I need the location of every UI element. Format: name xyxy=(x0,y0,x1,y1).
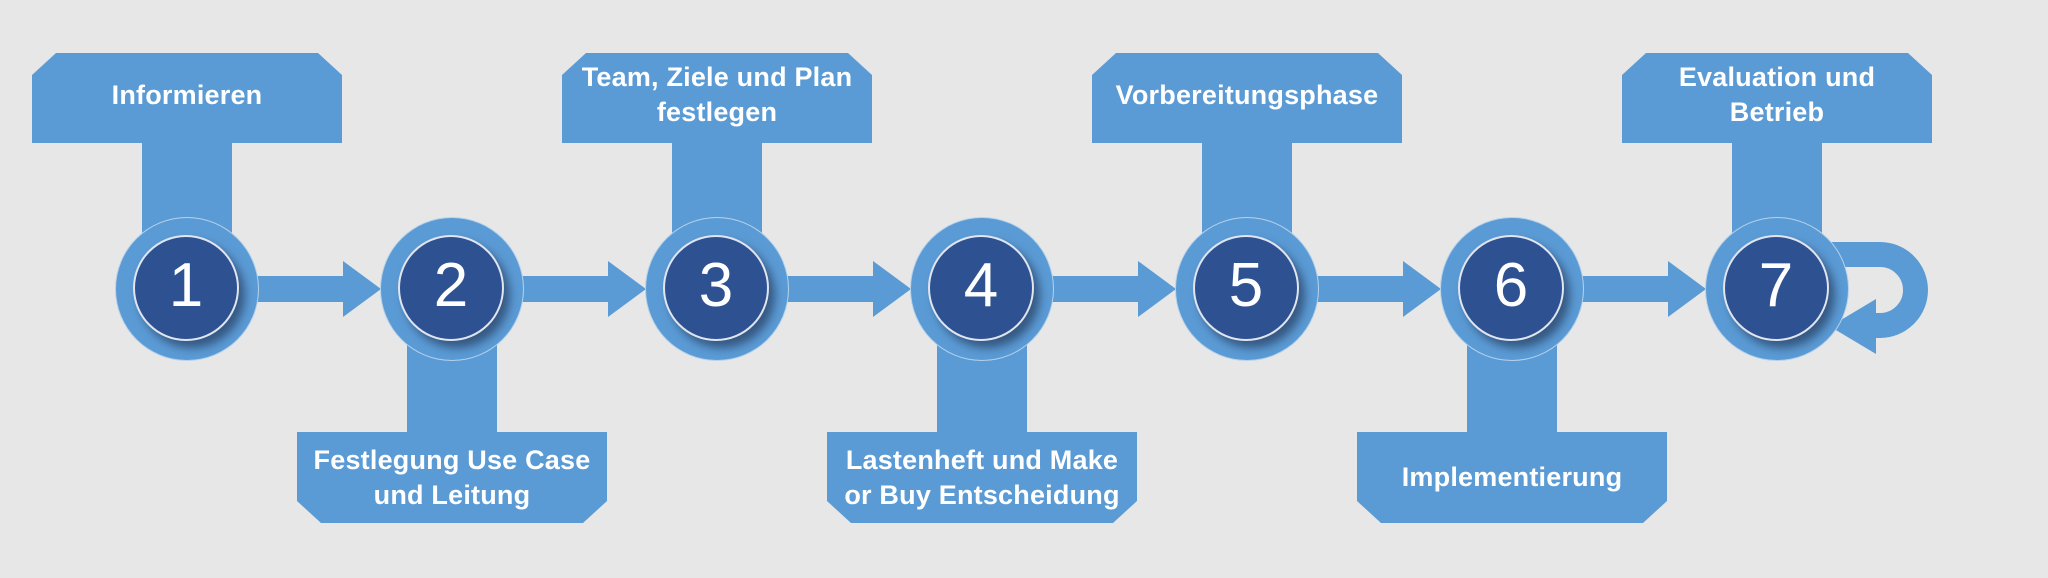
step-5-number: 5 xyxy=(1228,251,1264,320)
arrow-stem xyxy=(1315,276,1404,302)
step-5-circle-inner: 5 xyxy=(1193,235,1299,341)
step-6-number: 6 xyxy=(1493,251,1529,320)
step-1-label: Informieren xyxy=(111,79,263,110)
step-1-circle: 1 xyxy=(115,217,259,361)
arrow-head xyxy=(1403,261,1441,317)
step-3-number: 3 xyxy=(698,251,734,320)
arrow-head xyxy=(873,261,911,317)
step-1-circle-inner: 1 xyxy=(133,235,239,341)
arrow-stem xyxy=(1050,276,1139,302)
arrow-head xyxy=(1138,261,1176,317)
step-6-circle: 6 xyxy=(1440,217,1584,361)
arrow-stem xyxy=(255,276,344,302)
step-3-label-box: Team, Ziele und Plan festlegen xyxy=(562,53,872,143)
step-2-circle-inner: 2 xyxy=(398,235,504,341)
step-7-label-box: Evaluation und Betrieb xyxy=(1622,53,1932,143)
step-4-circle: 4 xyxy=(910,217,1054,361)
step-7-circle-inner: 7 xyxy=(1723,235,1829,341)
step-4-label: Lastenheft und Make or Buy Entscheidung xyxy=(844,444,1120,510)
self-loop-arrowhead xyxy=(1830,299,1876,354)
step-2-circle: 2 xyxy=(380,217,524,361)
step-7-circle: 7 xyxy=(1705,217,1849,361)
arrow-stem xyxy=(1580,276,1669,302)
step-6-label: Implementierung xyxy=(1401,462,1623,492)
step-2-label-box: Festlegung Use Case und Leitung xyxy=(297,432,607,523)
step-3-circle: 3 xyxy=(645,217,789,361)
step-3-circle-inner: 3 xyxy=(663,235,769,341)
step-5-circle: 5 xyxy=(1175,217,1319,361)
step-2-number: 2 xyxy=(433,251,469,320)
step-5-label-box: Vorbereitungsphase xyxy=(1092,53,1402,143)
step-5-label: Vorbereitungsphase xyxy=(1115,79,1379,110)
step-2-label: Festlegung Use Case und Leitung xyxy=(313,444,591,510)
step-6-label-box: Implementierung xyxy=(1357,432,1667,523)
arrow-stem xyxy=(785,276,874,302)
arrow-head xyxy=(608,261,646,317)
arrow-head xyxy=(1668,261,1706,317)
step-4-number: 4 xyxy=(963,251,999,320)
step-4-label-box: Lastenheft und Make or Buy Entscheidung xyxy=(827,432,1137,523)
self-loop-arrow xyxy=(1800,242,1928,354)
step-6-circle-inner: 6 xyxy=(1458,235,1564,341)
step-7-number: 7 xyxy=(1758,251,1794,320)
step-1-number: 1 xyxy=(168,251,204,320)
step-1-label-box: Informieren xyxy=(32,53,342,143)
step-7-label: Evaluation und Betrieb xyxy=(1678,62,1876,127)
arrow-head xyxy=(343,261,381,317)
step-4-circle-inner: 4 xyxy=(928,235,1034,341)
step-3-label: Team, Ziele und Plan festlegen xyxy=(581,62,853,127)
arrow-stem xyxy=(520,276,609,302)
